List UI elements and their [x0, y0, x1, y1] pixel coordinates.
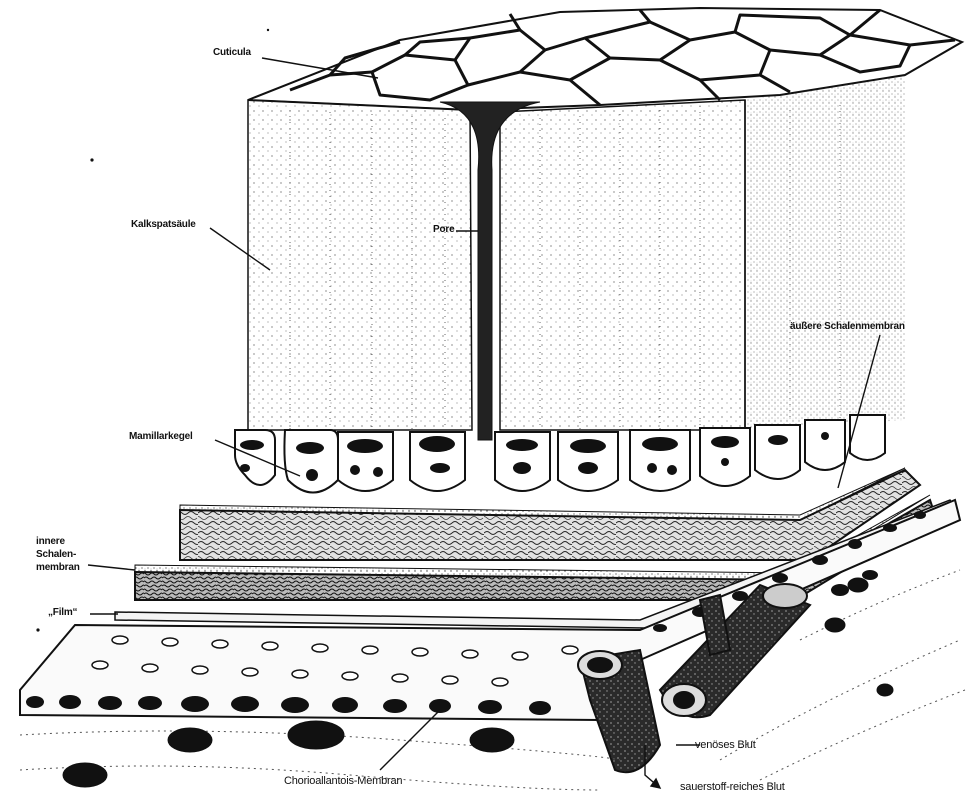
- label-pore: Pore: [433, 224, 454, 235]
- label-venoeses-blut: venöses Blut: [695, 740, 756, 751]
- label-aeussere-schalenmembran: äußere Schalenmembran: [790, 321, 905, 332]
- label-mamillarkegel: Mamillarkegel: [129, 431, 193, 442]
- kalkspat-columns: [248, 75, 905, 440]
- label-cuticula: Cuticula: [213, 47, 251, 58]
- label-sauerstoffreiches-blut: sauerstoff-reiches Blut: [680, 782, 785, 793]
- label-innere-schalenmembran: innere Schalen- membran: [36, 535, 80, 574]
- label-film: „Film“: [48, 607, 77, 618]
- label-kalkspatsaeule: Kalkspatsäule: [131, 219, 196, 230]
- label-chorioallantois-membran: Chorioallantois-Membran: [284, 776, 402, 787]
